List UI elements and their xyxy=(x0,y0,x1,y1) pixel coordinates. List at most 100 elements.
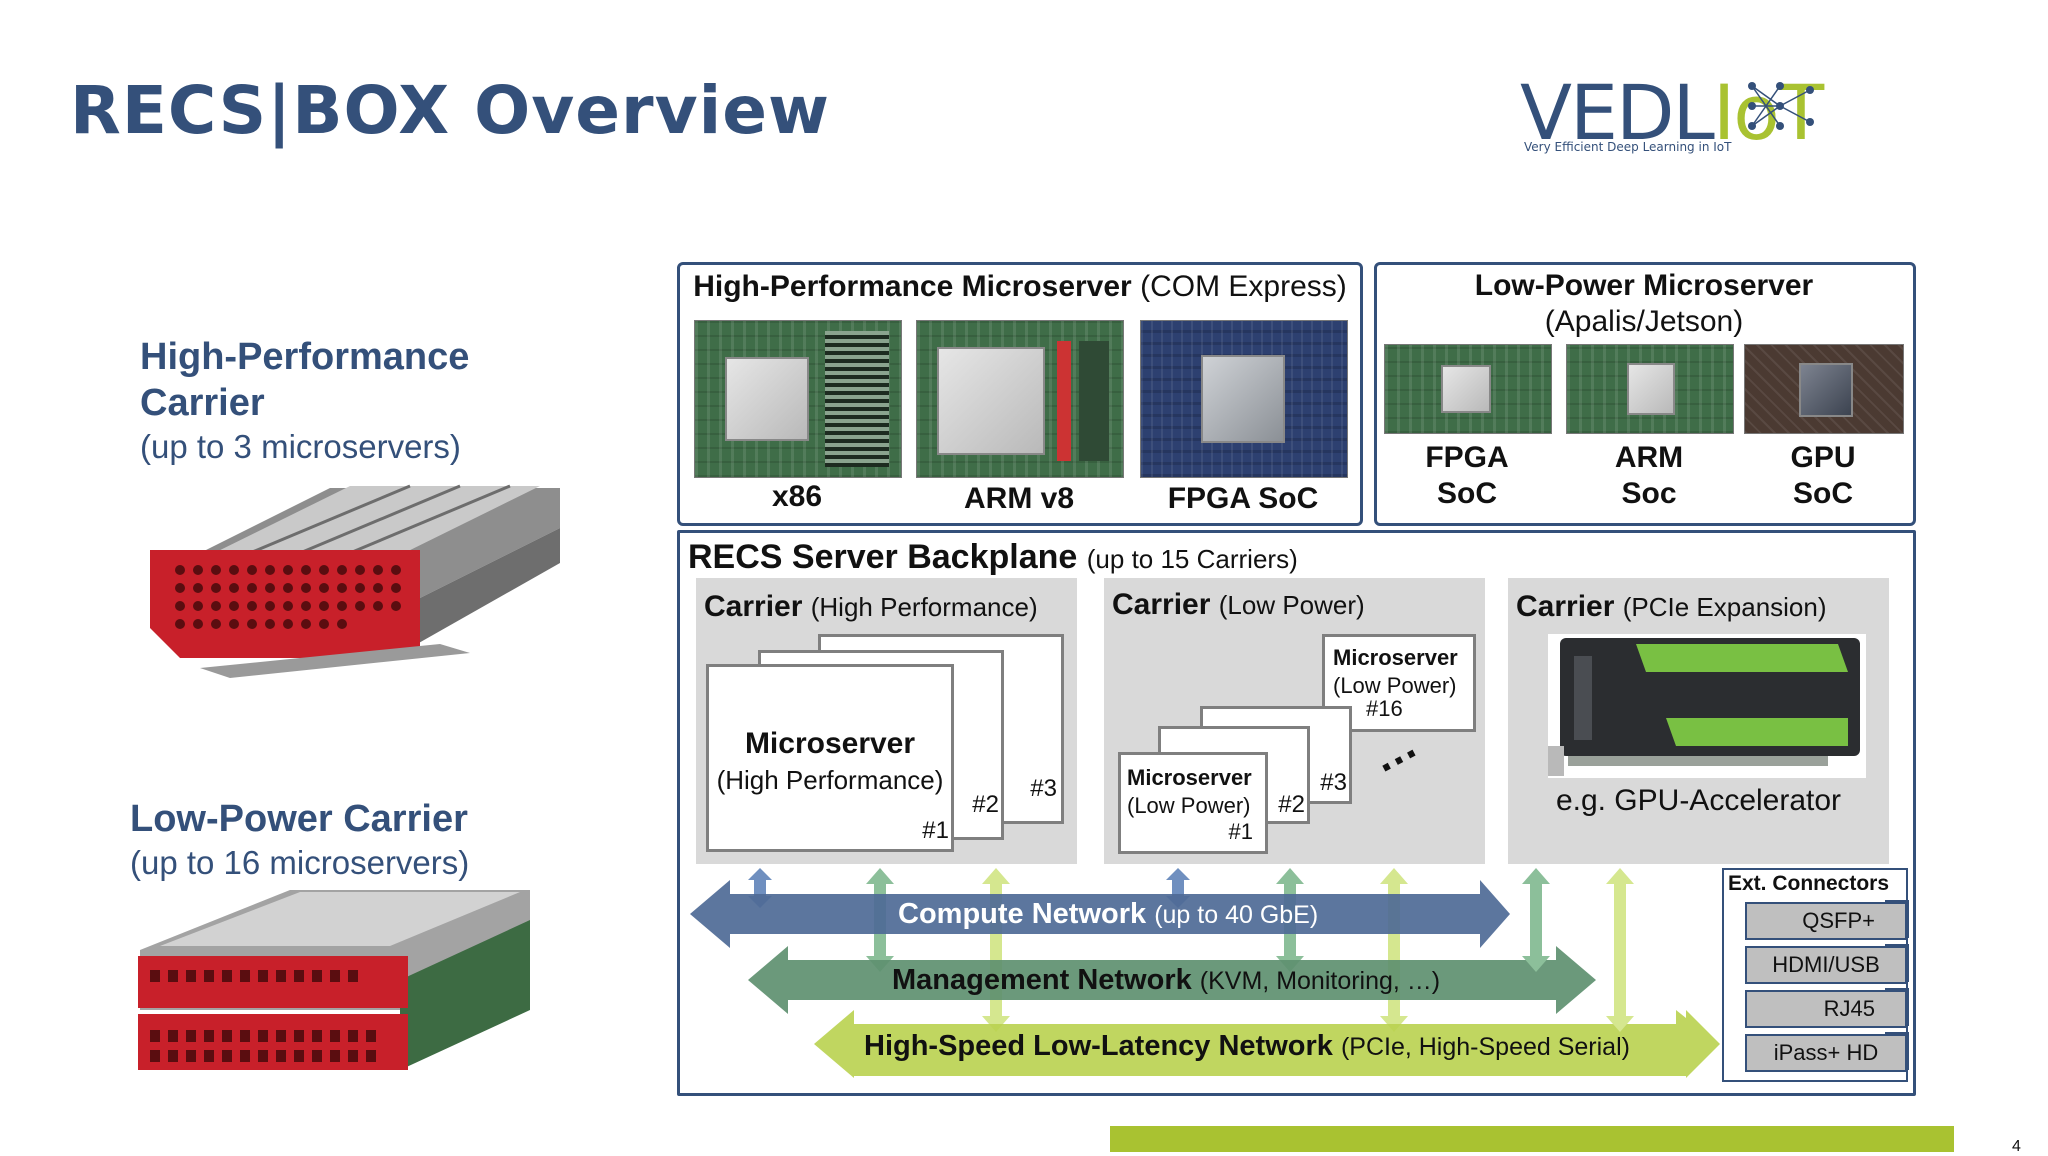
hp-microserver-title: High-Performance Microserver (COM Expres… xyxy=(680,270,1360,306)
highspeed-arrow-head xyxy=(1686,1010,1720,1078)
lp-module-label-fpga: FPGA SoC xyxy=(1384,440,1550,512)
lp-carrier-heading: Low-Power Carrier (up to 16 microservers… xyxy=(130,796,469,884)
highspeed-network-arrow xyxy=(814,1010,1686,1078)
footer-accent-bar xyxy=(1110,1126,1954,1152)
lp-module-gpu-line2: SoC xyxy=(1793,477,1853,510)
hs-link-hp xyxy=(982,868,1010,1032)
management-network-label: Management Network (KVM, Monitoring, …) xyxy=(892,964,1440,997)
hp-carrier-heading: High-Performance Carrier (up to 3 micros… xyxy=(140,334,469,468)
lp-module-arm-line2: Soc xyxy=(1621,477,1677,510)
lp-card-16-title: Microserver xyxy=(1333,645,1458,670)
lp-module-arm-line1: ARM xyxy=(1614,441,1684,474)
compute-network-label: Compute Network (up to 40 GbE) xyxy=(898,898,1318,931)
lp-carrier-sub: (up to 16 microservers) xyxy=(130,844,470,881)
hp-carrier-line2: Carrier xyxy=(140,382,265,424)
compute-network-arrow xyxy=(690,880,1510,948)
connector-hdmi: HDMI/USB xyxy=(1745,946,1907,984)
lp-microserver-title-bold: Low-Power Microserver xyxy=(1474,269,1814,302)
backplane-title-rest: (up to 15 Carriers) xyxy=(1086,544,1298,574)
lp-card-16: Microserver (Low Power) xyxy=(1322,634,1476,732)
highspeed-network-bold: High-Speed Low-Latency Network xyxy=(864,1030,1333,1062)
hp-module-label-fpga: FPGA SoC xyxy=(1167,482,1319,515)
page-number: 4 xyxy=(2012,1138,2021,1155)
carrier-hp-title: Carrier (High Performance) xyxy=(704,590,1038,624)
lp-module-fpga-line1: FPGA xyxy=(1425,441,1509,474)
hp-microserver-title-bold: High-Performance Microserver xyxy=(693,270,1132,303)
connector-hdmi-label: HDMI/USB xyxy=(1772,952,1880,977)
lp-card-16-subtitle: (Low Power) xyxy=(1333,673,1457,698)
carrier-lp-title: Carrier (Low Power) xyxy=(1112,588,1365,622)
connector-ipass-label: iPass+ HD xyxy=(1773,1040,1879,1065)
fpga-soc-photo xyxy=(1384,344,1552,434)
gpu-accelerator-photo xyxy=(1548,634,1866,778)
fpga-module-photo xyxy=(1140,320,1348,478)
pcie-mgmt-link xyxy=(1522,868,1550,972)
logo-accent-text: IoT xyxy=(1712,68,1824,157)
lp-card-subtitle: (Low Power) xyxy=(1127,793,1251,818)
hp-card-1: Microserver (High Performance) #1 xyxy=(706,664,954,852)
lp-card-3-number: #3 xyxy=(1320,769,1347,796)
lp-card-1-number: #1 xyxy=(1228,819,1253,844)
armv8-module-photo xyxy=(916,320,1124,478)
lp-module-label-gpu: GPU SoC xyxy=(1744,440,1902,512)
arm-soc-photo xyxy=(1566,344,1734,434)
lp-module-label-arm: ARM Soc xyxy=(1566,440,1732,512)
neural-net-icon xyxy=(1748,82,1814,130)
hp-module-label-armv8: ARM v8 xyxy=(963,482,1075,515)
compute-network-bold: Compute Network xyxy=(898,898,1147,930)
carrier-pcie-title-rest: (PCIe Expansion) xyxy=(1622,592,1827,622)
lp-module-gpu-line1: GPU xyxy=(1790,441,1856,474)
vertical-connectors xyxy=(748,868,1408,1032)
hp-card-1-number: #1 xyxy=(922,817,949,844)
management-network-rest: (KVM, Monitoring, …) xyxy=(1199,967,1441,995)
carrier-pcie-title-bold: Carrier xyxy=(1516,590,1615,623)
page-title: RECS|BOX Overview xyxy=(70,72,830,149)
lp-card-2-number: #2 xyxy=(1278,791,1305,818)
hp-card-subtitle: (High Performance) xyxy=(716,765,944,795)
carrier-lp-title-bold: Carrier xyxy=(1112,588,1211,621)
hp-microserver-title-rest: (COM Express) xyxy=(1140,270,1347,303)
lp-microserver-title-rest: (Apalis/Jetson) xyxy=(1544,305,1744,338)
lp-card-16-label: #16 xyxy=(1366,696,1403,721)
hp-card-title: Microserver xyxy=(744,727,916,760)
ext-connectors-title: Ext. Connectors xyxy=(1728,872,1890,895)
logo-text: VEDL xyxy=(1520,68,1715,157)
connector-rj45-label: RJ45 xyxy=(1823,996,1875,1021)
lp-card-title: Microserver xyxy=(1127,765,1252,790)
network-arrows xyxy=(690,868,1686,1078)
lp-microserver-title: Low-Power Microserver (Apalis/Jetson) xyxy=(1374,268,1914,340)
hp-card-2-number: #2 xyxy=(972,791,999,818)
management-network-bold: Management Network xyxy=(892,964,1192,996)
lp-carrier-title: Low-Power Carrier xyxy=(130,798,468,840)
lp-module-fpga-line2: SoC xyxy=(1437,477,1497,510)
carrier-hp-title-bold: Carrier xyxy=(704,590,803,623)
carrier-pcie-caption: e.g. GPU-Accelerator xyxy=(1555,784,1842,817)
logo-tagline: Very Efficient Deep Learning in IoT xyxy=(1524,140,1732,154)
carrier-hp-title-rest: (High Performance) xyxy=(810,592,1038,622)
highspeed-network-rest: (PCIe, High-Speed Serial) xyxy=(1340,1033,1630,1061)
hp-carrier-sub: (up to 3 microservers) xyxy=(140,428,461,465)
hp-module-label-x86: x86 xyxy=(771,480,823,513)
carrier-pcie-title: Carrier (PCIe Expansion) xyxy=(1516,590,1827,624)
backplane-title-bold: RECS Server Backplane xyxy=(688,538,1078,576)
pcie-vertical-connectors xyxy=(1522,868,1634,1032)
connector-ipass: iPass+ HD xyxy=(1745,1034,1907,1072)
lp-carrier-photo xyxy=(138,890,530,1070)
hp-card-3-number: #3 xyxy=(1030,775,1057,802)
management-network-arrow xyxy=(748,946,1596,1014)
carrier-lp-title-rest: (Low Power) xyxy=(1218,590,1365,620)
lp-card-1: Microserver (Low Power) #1 xyxy=(1118,752,1268,854)
pcie-hs-link xyxy=(1606,868,1634,1032)
hs-link-lp xyxy=(1380,868,1408,1032)
highspeed-network-label: High-Speed Low-Latency Network (PCIe, Hi… xyxy=(864,1030,1630,1063)
connector-rj45: RJ45 xyxy=(1745,990,1907,1028)
vedliot-logo: VEDLIoT Very Efficient Deep Learning in … xyxy=(1520,68,1824,158)
compute-network-rest: (up to 40 GbE) xyxy=(1154,901,1319,929)
backplane-title: RECS Server Backplane (up to 15 Carriers… xyxy=(688,538,1298,577)
connector-qsfp-label: QSFP+ xyxy=(1802,908,1875,933)
hp-carrier-line1: High-Performance xyxy=(140,336,470,378)
gpu-soc-photo xyxy=(1744,344,1904,434)
x86-module-photo xyxy=(694,320,902,478)
connector-qsfp: QSFP+ xyxy=(1745,902,1907,940)
hp-carrier-photo xyxy=(150,484,560,678)
